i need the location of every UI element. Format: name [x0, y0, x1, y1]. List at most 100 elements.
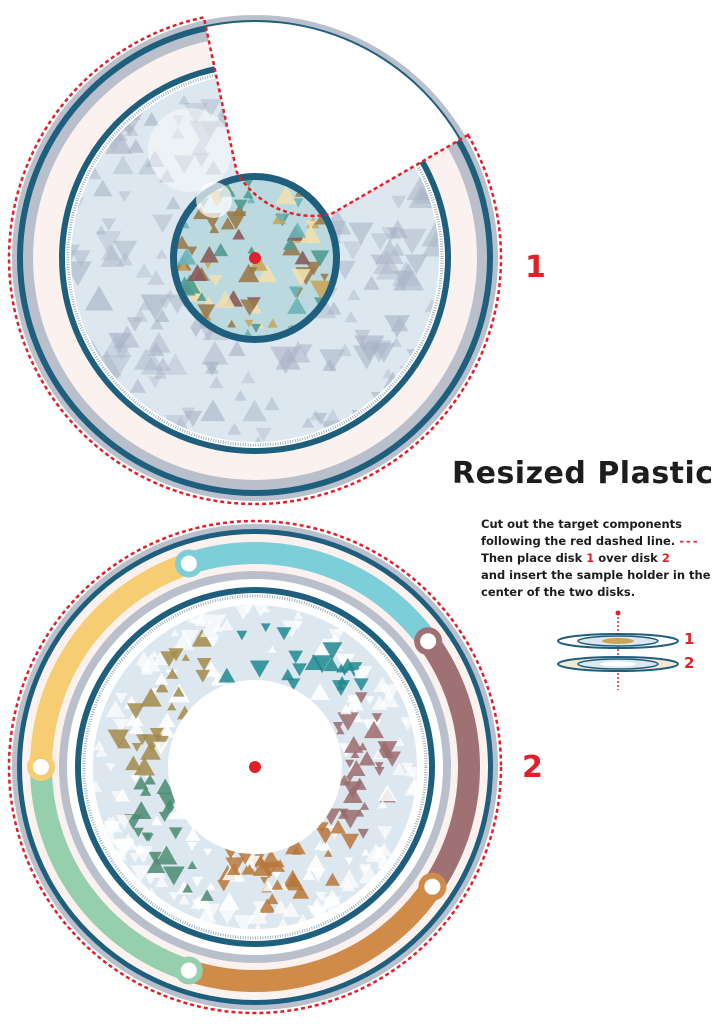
triangle: [323, 657, 340, 672]
assembly-label-2: 2: [684, 654, 695, 672]
triangle: [187, 264, 208, 282]
assembly-illustration: [557, 610, 679, 690]
triangle: [344, 857, 354, 865]
triangle: [183, 410, 203, 427]
triangle: [154, 875, 169, 888]
triangle: [105, 700, 126, 718]
arc-joint-hole: [180, 555, 197, 572]
triangle: [165, 196, 181, 210]
triangle: [322, 358, 337, 372]
triangle: [129, 852, 141, 863]
arc-joint-hole: [424, 878, 441, 895]
triangle: [140, 294, 170, 321]
triangle: [347, 760, 366, 777]
triangle: [260, 623, 271, 633]
triangle: [314, 839, 327, 850]
triangle: [275, 347, 301, 370]
color-arc: [30, 756, 200, 982]
triangle: [94, 231, 122, 255]
instruction-line: center of the two disks.: [481, 585, 636, 599]
triangle: [185, 827, 201, 841]
triangle: [133, 845, 154, 864]
page-title: Resized Plastic: [452, 456, 714, 491]
triangle: [172, 686, 185, 697]
triangle: [312, 897, 322, 906]
instruction-line: and insert the sample holder in the: [481, 568, 711, 582]
triangle: [140, 786, 152, 796]
triangle: [132, 308, 148, 322]
triangle: [259, 862, 279, 879]
triangle: [363, 275, 380, 290]
triangle: [310, 280, 332, 300]
triangle: [377, 799, 388, 809]
triangle: [241, 370, 256, 384]
triangle: [158, 811, 171, 822]
triangle: [220, 618, 234, 631]
triangle: [220, 217, 235, 230]
triangle: [373, 676, 392, 693]
triangle: [281, 668, 295, 681]
triangle: [377, 784, 397, 802]
triangle: [302, 417, 315, 428]
triangle: [228, 340, 246, 356]
triangle: [200, 122, 219, 138]
triangle: [285, 341, 311, 363]
triangle: [286, 678, 301, 691]
triangle: [358, 665, 373, 679]
triangle: [205, 614, 227, 633]
triangle: [354, 335, 385, 362]
triangle: [127, 138, 144, 153]
triangle: [137, 157, 158, 175]
triangle: [133, 348, 159, 370]
triangle: [309, 906, 330, 924]
triangle: [299, 224, 322, 244]
triangle: [166, 668, 179, 679]
triangle: [400, 717, 411, 726]
triangle: [384, 315, 410, 338]
triangle: [346, 694, 365, 711]
triangle: [282, 869, 303, 888]
triangle: [233, 199, 248, 212]
triangle: [168, 827, 183, 840]
triangle: [251, 323, 262, 333]
arc-joint-hole: [420, 633, 437, 650]
triangle: [254, 855, 267, 866]
triangle: [243, 189, 254, 199]
triangle: [240, 605, 256, 615]
triangle: [150, 650, 159, 658]
bubble: [196, 182, 232, 218]
triangle: [193, 153, 210, 168]
triangle: [306, 220, 316, 230]
triangle: [93, 780, 103, 793]
triangle: [130, 801, 152, 820]
triangle: [404, 776, 417, 796]
triangle: [173, 631, 195, 650]
triangle: [158, 298, 172, 310]
triangle: [95, 746, 108, 757]
triangle: [162, 866, 185, 886]
triangle: [238, 263, 260, 283]
triangle: [155, 845, 178, 865]
triangle: [128, 721, 144, 734]
triangle: [322, 642, 343, 660]
triangle: [213, 242, 229, 257]
arc-joint-hole: [180, 962, 197, 979]
triangle: [106, 763, 116, 772]
triangle: [178, 94, 190, 105]
triangle: [337, 676, 347, 685]
triangle: [392, 270, 415, 290]
triangle: [154, 672, 169, 685]
triangle: [118, 191, 131, 203]
triangle: [153, 367, 167, 379]
triangle: [288, 650, 304, 664]
triangle: [262, 880, 275, 892]
triangle: [84, 285, 114, 311]
triangle: [275, 213, 287, 223]
triangle: [200, 399, 226, 422]
triangle: [336, 726, 345, 735]
triangle: [291, 846, 302, 855]
triangle: [258, 898, 276, 913]
triangle: [112, 155, 134, 175]
triangle: [302, 868, 316, 880]
triangle: [404, 254, 428, 275]
